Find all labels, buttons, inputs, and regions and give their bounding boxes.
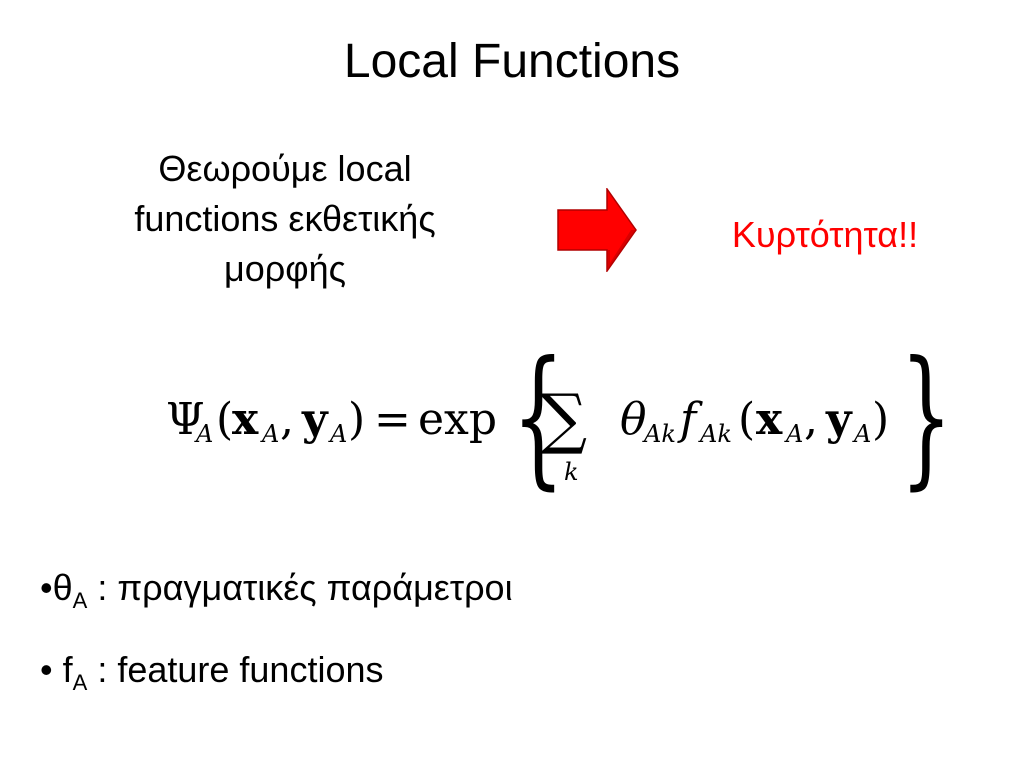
formula-y-2: y <box>826 394 852 445</box>
bullet-text: : πραγματικές παράμετροι <box>87 567 513 608</box>
formula-psi-subscript: A <box>196 420 214 448</box>
formula-paren-close-2: ) <box>872 394 890 445</box>
formula-x: x <box>232 394 259 445</box>
formula-y-subscript: A <box>330 420 348 448</box>
arrow-right-icon <box>557 188 637 272</box>
formula-comma-2: , <box>804 394 818 445</box>
convexity-note: Κυρτότητα!! <box>731 214 919 255</box>
bullet-theta: •θA : πραγματικές παράμετροι <box>40 566 513 613</box>
formula-theta: θ <box>620 394 647 445</box>
bullet-text: : feature functions <box>87 649 384 690</box>
bullet-subscript: A <box>72 588 88 613</box>
formula-psi: Ψ <box>166 394 205 445</box>
slide-title: Local Functions <box>343 35 681 88</box>
formula-comma: , <box>280 394 294 445</box>
intro-line-3: μορφής <box>224 248 346 289</box>
potential-function-formula: Ψ A ( x A , y A ) = exp { ∑ k θ Ak f Ak … <box>160 340 960 500</box>
formula-x-subscript-2: A <box>786 420 804 448</box>
formula-f-subscript: Ak <box>700 420 732 448</box>
formula-theta-subscript: Ak <box>644 420 676 448</box>
formula-sum: ∑ <box>540 380 588 457</box>
formula-y: y <box>302 394 328 445</box>
bullet-marker: • <box>40 567 53 608</box>
formula-y-subscript-2: A <box>854 420 872 448</box>
formula-exp: exp <box>418 394 498 445</box>
bullet-f: • fA : feature functions <box>40 648 384 695</box>
formula-x-subscript: A <box>262 420 280 448</box>
formula-paren-open-2: ( <box>738 394 756 445</box>
formula-right-brace: } <box>900 330 953 504</box>
formula-paren-close: ) <box>348 394 366 445</box>
formula-f: f <box>680 394 697 445</box>
bullet-marker: • <box>40 649 63 690</box>
intro-text: Θεωρούμε local functions εκθετικής μορφή… <box>60 144 510 294</box>
intro-line-1: Θεωρούμε local <box>158 148 412 189</box>
formula-left-brace: { <box>512 330 565 504</box>
bullet-subscript: A <box>72 670 88 695</box>
formula-sum-index: k <box>564 458 579 486</box>
formula-equals: = <box>374 394 411 445</box>
formula-x-2: x <box>756 394 783 445</box>
formula-paren-open: ( <box>216 394 234 445</box>
intro-line-2: functions εκθετικής <box>134 198 436 239</box>
bullet-symbol-f: f <box>62 649 73 690</box>
bullet-symbol-theta: θ <box>52 567 73 608</box>
